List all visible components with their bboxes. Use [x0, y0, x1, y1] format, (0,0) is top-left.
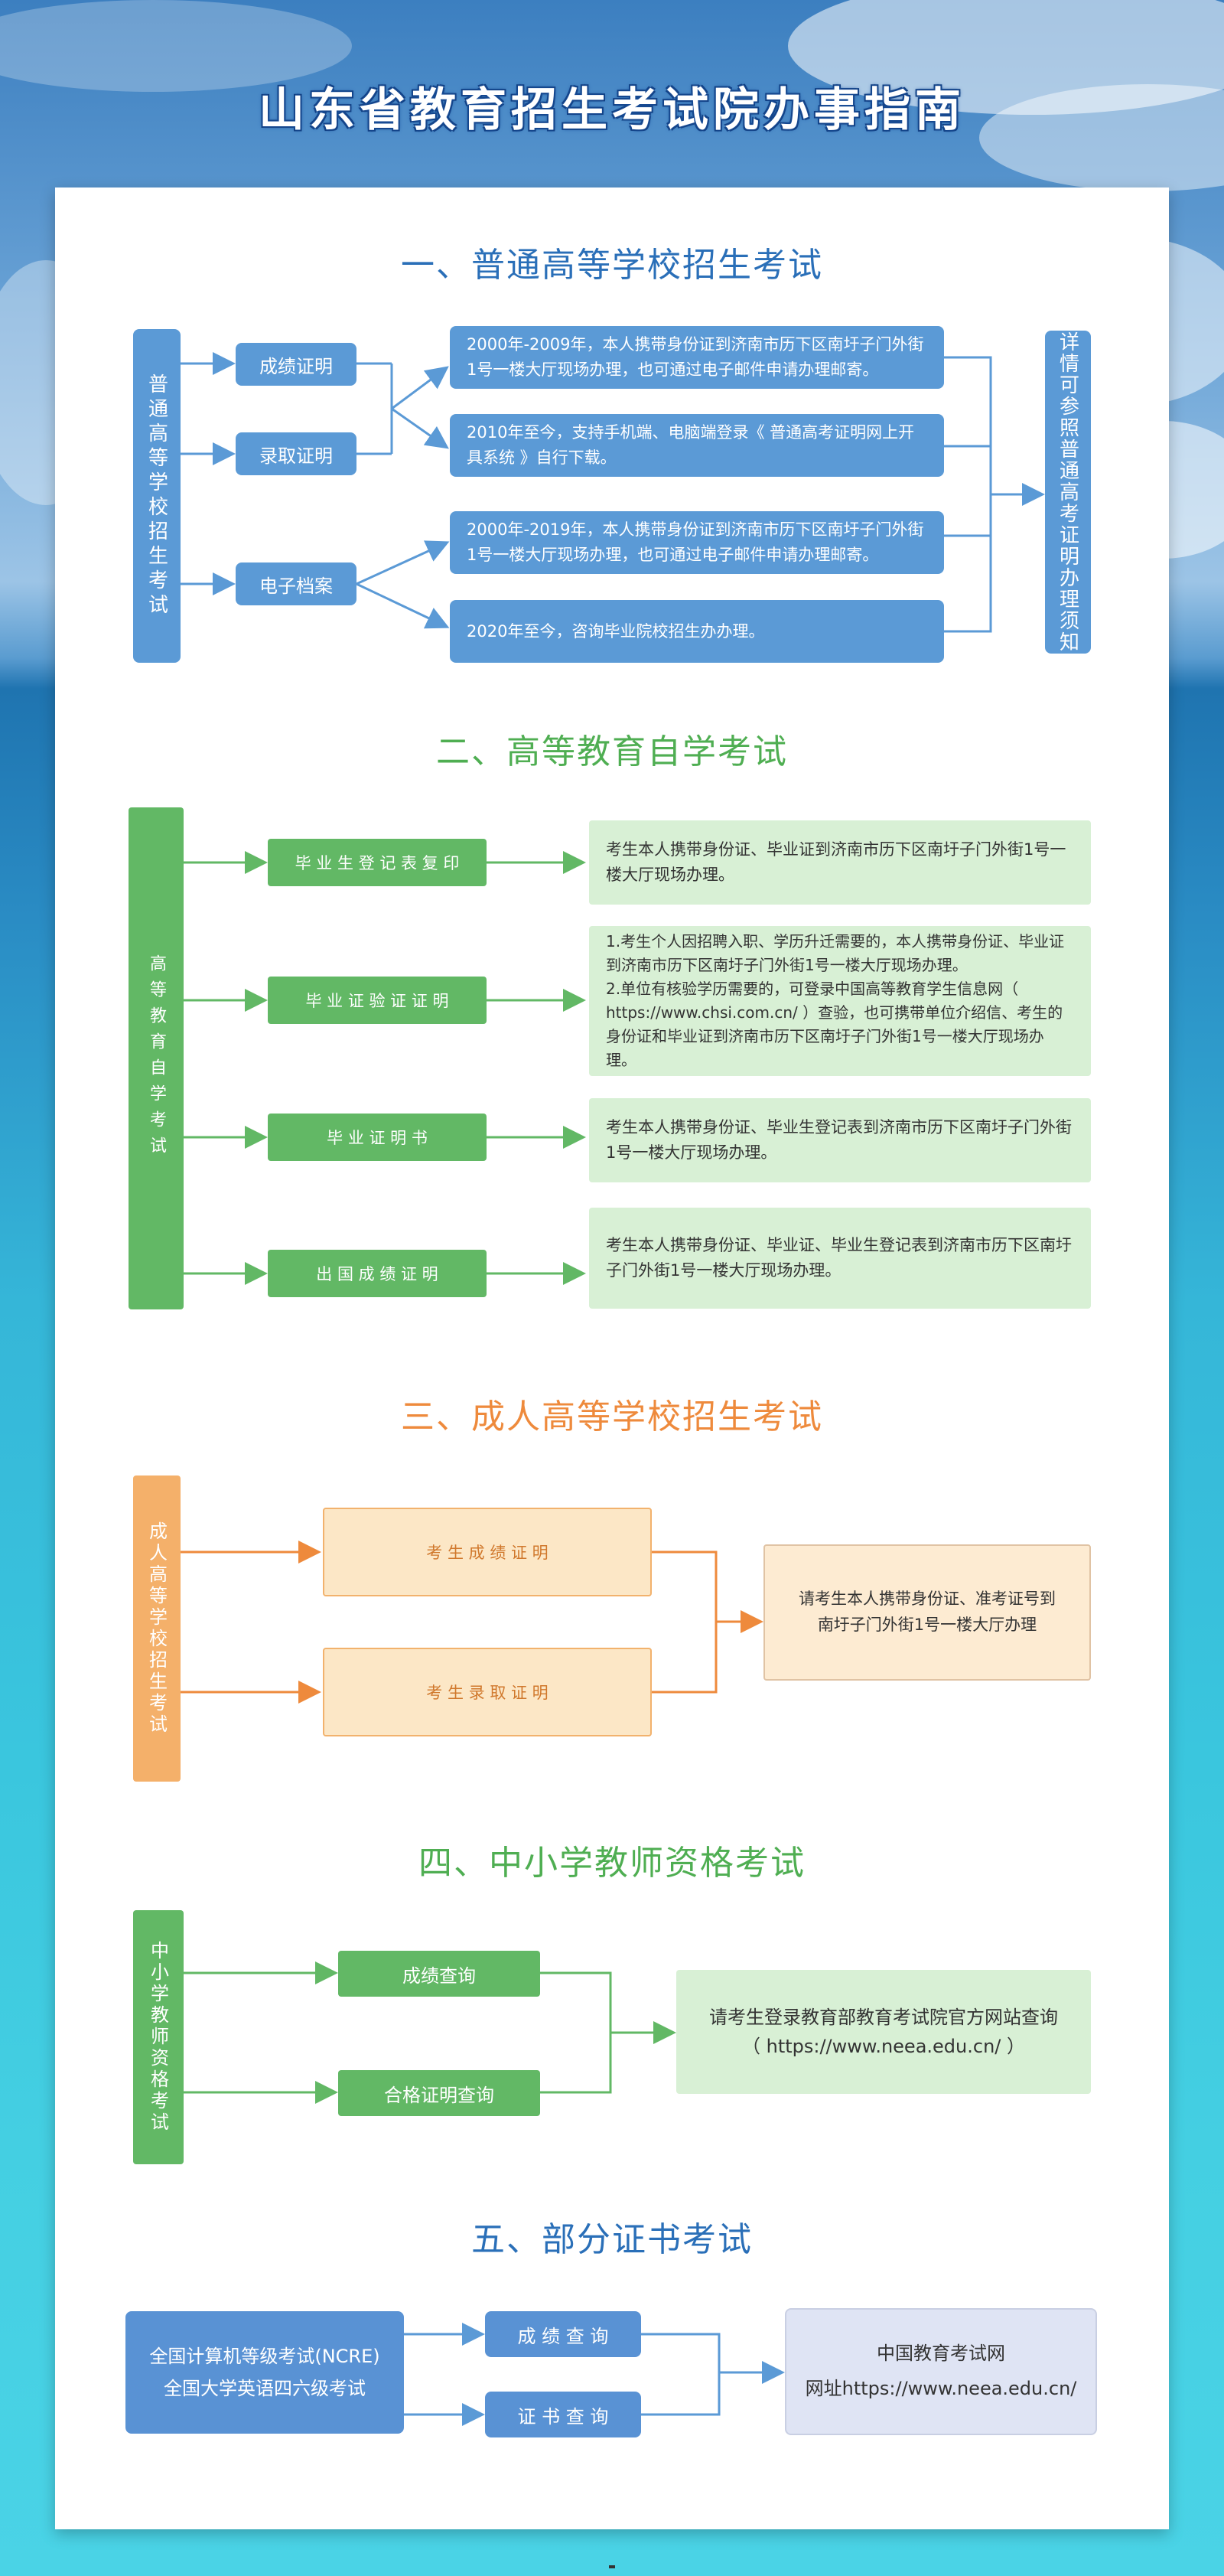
section1-title: 一、普通高等学校招生考试	[401, 246, 823, 285]
section3-score-certificate: 考 生 成 绩 证 明	[323, 1508, 652, 1596]
section5-site-name: 中国教育考试网	[877, 2343, 1005, 2365]
section5-category: 全国计算机等级考试(NCRE) 全国大学英语四六级考试	[125, 2311, 404, 2434]
section4-category: 中小学教师资格考试	[133, 1910, 184, 2164]
section5-info: 中国教育考试网 网址https://www.neea.edu.cn/	[785, 2308, 1097, 2435]
section1-info-2010-now: 2010年至今，支持手机端、电脑端登录《 普通高考证明网上开具系统 》自行下载。	[450, 414, 944, 477]
section1-info-2000-2019: 2000年-2019年，本人携带身份证到济南市历下区南圩子门外街1号一楼大厅现场…	[450, 511, 944, 574]
section2-category: 高等教育自学考试	[129, 807, 184, 1309]
section2-title: 二、高等教育自学考试	[436, 732, 788, 771]
section1-category: 普通高等学校招生考试	[133, 329, 181, 663]
section2-info-graduation: 考生本人携带身份证、毕业生登记表到济南市历下区南圩子门外街1号一楼大厅现场办理。	[589, 1098, 1091, 1182]
section5-certificate-query: 证 书 查 询	[485, 2392, 641, 2437]
section4-title: 四、中小学教师资格考试	[418, 1844, 806, 1883]
section1-score-certificate: 成绩证明	[236, 343, 356, 386]
section5-cet: 全国大学英语四六级考试	[164, 2378, 366, 2399]
footer-mark	[609, 2565, 615, 2568]
section1-info-2000-2009: 2000年-2009年，本人携带身份证到济南市历下区南圩子门外街1号一楼大厅现场…	[450, 326, 944, 389]
section2-graduation-certificate: 毕 业 证 明 书	[268, 1114, 487, 1161]
section3-category: 成人高等学校招生考试	[133, 1475, 181, 1782]
section1-electronic-archive: 电子档案	[236, 562, 356, 605]
section1-info-2020-now: 2020年至今，咨询毕业院校招生办办理。	[450, 600, 944, 663]
section4-info: 请考生登录教育部教育考试院官方网站查询 （ https://www.neea.e…	[676, 1970, 1091, 2094]
section2-registration-copy: 毕 业 生 登 记 表 复 印	[268, 839, 487, 886]
section4-info-url: （ https://www.neea.edu.cn/ ）	[741, 2036, 1025, 2057]
section1-admission-certificate: 录取证明	[236, 432, 356, 475]
section4-qualification-query: 合格证明查询	[338, 2070, 540, 2116]
section5-title: 五、部分证书考试	[471, 2220, 753, 2259]
section4-info-line1: 请考生登录教育部教育考试院官方网站查询	[709, 2006, 1058, 2028]
section2-diploma-verification: 毕 业 证 验 证 证 明	[268, 977, 487, 1024]
section2-info-overseas: 考生本人携带身份证、毕业证、毕业生登记表到济南市历下区南圩子门外街1号一楼大厅现…	[589, 1208, 1091, 1309]
page-title-wrap: 山东省教育招生考试院办事指南	[0, 73, 1224, 139]
section5-site-url: 网址https://www.neea.edu.cn/	[805, 2378, 1077, 2399]
section3-admission-certificate: 考 生 录 取 证 明	[323, 1648, 652, 1736]
section1-reference-note: 详情可参照普通高考证明办理须知	[1045, 331, 1091, 654]
section2-info-verification-1: 1.考生个人因招聘入职、学历升迁需要的，本人携带身份证、毕业证到济南市历下区南圩…	[606, 932, 1065, 974]
section4-score-query: 成绩查询	[338, 1951, 540, 1997]
section5-ncre: 全国计算机等级考试(NCRE)	[149, 2346, 380, 2367]
page-title: 山东省教育招生考试院办事指南	[259, 83, 965, 137]
section2-info-verification: 1.考生个人因招聘入职、学历升迁需要的，本人携带身份证、毕业证到济南市历下区南圩…	[589, 926, 1091, 1076]
section3-info: 请考生本人携带身份证、准考证号到南圩子门外街1号一楼大厅办理	[763, 1544, 1091, 1681]
section2-info-verification-2: 2.单位有核验学历需要的，可登录中国高等教育学生信息网（ https://www…	[606, 980, 1063, 1069]
section3-title: 三、成人高等学校招生考试	[401, 1397, 823, 1436]
section2-info-registration: 考生本人携带身份证、毕业证到济南市历下区南圩子门外街1号一楼大厅现场办理。	[589, 820, 1091, 905]
section5-score-query: 成 绩 查 询	[485, 2311, 641, 2357]
section2-overseas-score-certificate: 出 国 成 绩 证 明	[268, 1250, 487, 1297]
